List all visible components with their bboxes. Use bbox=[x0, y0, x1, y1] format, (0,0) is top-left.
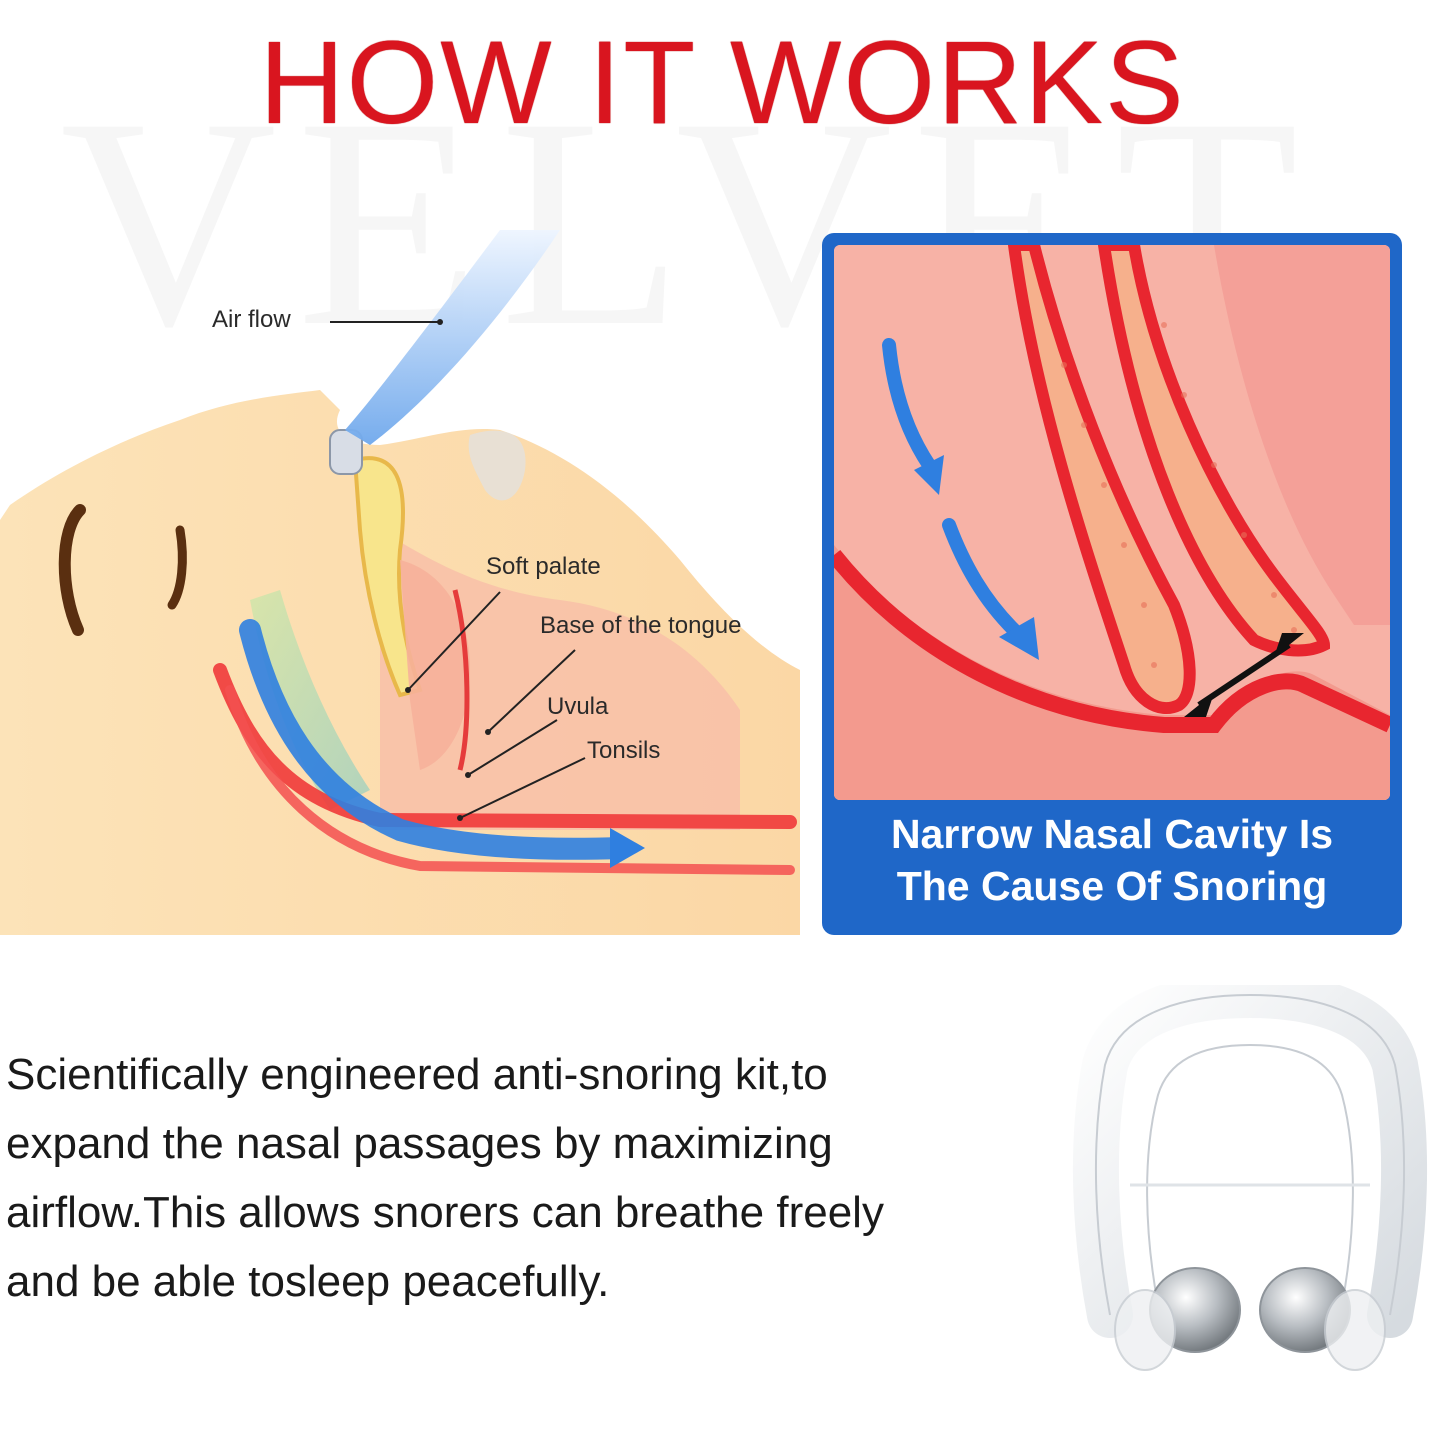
label-uvula: Uvula bbox=[547, 693, 609, 720]
caption-line-2: The Cause Of Snoring bbox=[896, 863, 1328, 909]
head-cross-section-image bbox=[0, 230, 800, 935]
label-soft-palate: Soft palate bbox=[486, 553, 601, 580]
label-base-of-tongue: Base of the tongue bbox=[540, 612, 742, 639]
description-line-2: expand the nasal passages by maximizing bbox=[6, 1119, 833, 1168]
label-air-flow: Air flow bbox=[212, 306, 291, 333]
nasal-cavity-image bbox=[834, 245, 1390, 800]
caption-line-1: Narrow Nasal Cavity Is bbox=[890, 811, 1334, 857]
description-line-3: airflow.This allows snorers can breathe … bbox=[6, 1188, 884, 1237]
air-flow-arrow-icon bbox=[610, 828, 645, 868]
description-line-1: Scientifically engineered anti-snoring k… bbox=[6, 1050, 828, 1099]
panel-caption: Narrow Nasal Cavity Is The Cause Of Snor… bbox=[822, 808, 1402, 912]
anatomy-illustration: Air flow Soft palate Base of the tongue … bbox=[0, 230, 800, 935]
nasal-cavity-panel: Narrow Nasal Cavity Is The Cause Of Snor… bbox=[822, 233, 1402, 935]
description: Scientifically engineered anti-snoring k… bbox=[6, 1040, 1016, 1316]
label-tonsils: Tonsils bbox=[587, 737, 661, 764]
page-title: HOW IT WORKS bbox=[259, 17, 1186, 149]
description-line-4: and be able tosleep peacefully. bbox=[6, 1257, 610, 1306]
double-arrow-icon bbox=[1184, 633, 1304, 717]
nose-clip-product-image bbox=[1070, 971, 1430, 1425]
